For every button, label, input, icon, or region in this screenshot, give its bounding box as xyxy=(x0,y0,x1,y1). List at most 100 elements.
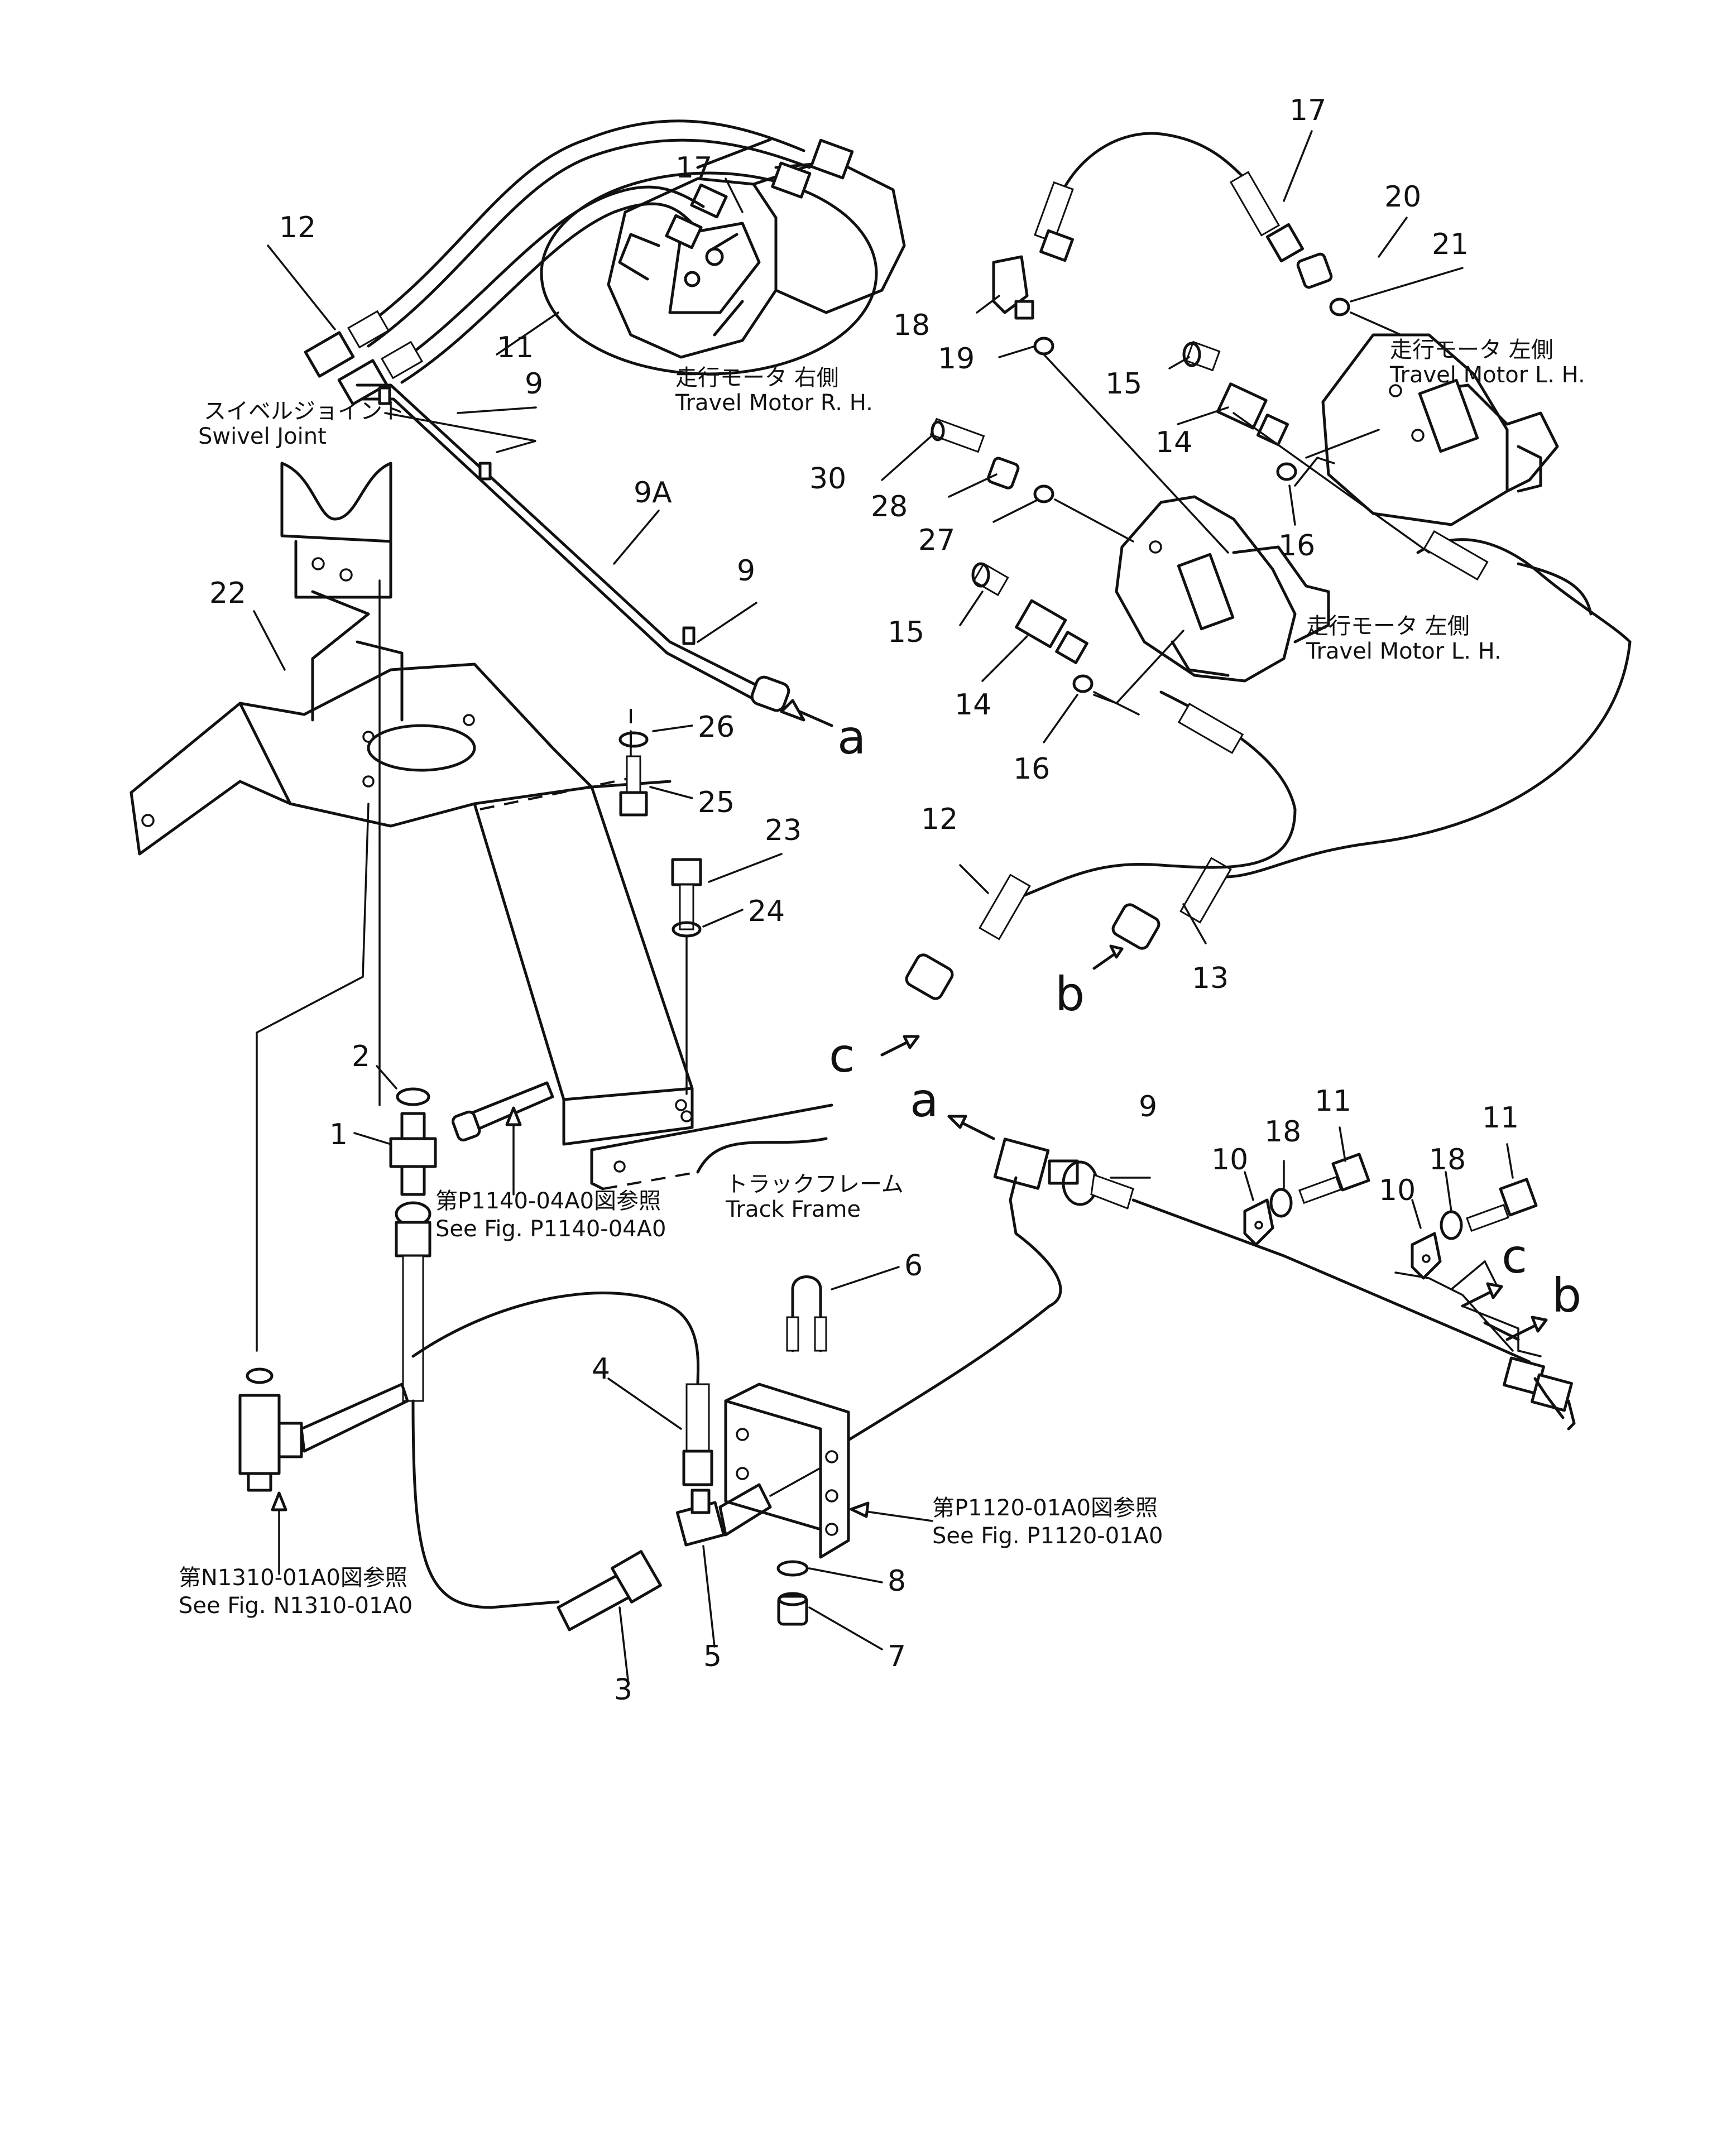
label-18-rh: 17 xyxy=(675,151,712,185)
label-3: 3 xyxy=(614,1673,632,1707)
hose-13-lh xyxy=(905,690,1297,1000)
arrowhead-ref-p1120 xyxy=(850,1501,870,1518)
label-17-lower: 16 xyxy=(1013,752,1050,786)
elbow-19 xyxy=(992,255,1034,320)
o-ring-22 xyxy=(1329,297,1350,316)
label-5: 5 xyxy=(703,1640,722,1673)
arrow-a-lower xyxy=(947,1115,995,1140)
swivel-elbows xyxy=(304,310,424,406)
bolt-26 xyxy=(619,755,648,817)
label-18-top: 17 xyxy=(1289,94,1326,127)
label-2: 2 xyxy=(352,1040,370,1073)
leader-lines xyxy=(253,130,1514,1681)
nut-7 xyxy=(777,1592,808,1626)
caption-travel-motor-lh-lower-en: Travel Motor L. H. xyxy=(1306,639,1502,664)
label-26: 25 xyxy=(698,786,735,819)
arrow-a-upper xyxy=(780,699,833,727)
o-ring-17-upper xyxy=(1276,462,1297,481)
caption-ref-p1140-jp: 第P1140-04A0図参照 xyxy=(435,1188,661,1214)
label-6: 6 xyxy=(904,1249,923,1283)
part-number-labels: 17 17 12 11 9 9A 9 22 26 25 23 24 2 1 4 … xyxy=(209,94,1519,1707)
fitting-21 xyxy=(1296,252,1333,289)
label-20: 19 xyxy=(938,342,975,376)
captions: 走行モータ 右側 Travel Motor R. H. 走行モータ 左側 Tra… xyxy=(179,337,1585,1619)
label-27: 26 xyxy=(698,711,735,744)
travel-motor-rh xyxy=(540,138,906,376)
hose-3 xyxy=(395,1201,662,1631)
label-17-upper: 16 xyxy=(1278,529,1315,563)
label-9: 9 xyxy=(1139,1090,1157,1124)
letter-b-upper: b xyxy=(1055,967,1085,1021)
fitting-16-upper xyxy=(1182,340,1221,372)
fitting-30 xyxy=(929,417,985,453)
label-21: 20 xyxy=(1384,180,1421,214)
fitting-1 xyxy=(389,1112,437,1196)
caption-travel-motor-rh-en: Travel Motor R. H. xyxy=(675,390,873,416)
label-28: 27 xyxy=(918,524,955,557)
label-7: 7 xyxy=(888,1640,906,1673)
label-8: 8 xyxy=(888,1564,906,1598)
letter-c-lower: c xyxy=(1502,1229,1527,1284)
caption-ref-n1310-jp: 第N1310-01A0図参照 xyxy=(179,1565,407,1591)
clamp-10-a xyxy=(1243,1198,1274,1246)
label-23: 22 xyxy=(209,577,246,610)
label-24: 23 xyxy=(765,814,802,847)
bolt-11-b xyxy=(1466,1178,1538,1232)
arrowhead-ref-n1310 xyxy=(271,1491,287,1511)
o-ring-17-lower xyxy=(1072,674,1094,693)
travel-motor-lh-lower xyxy=(1115,495,1330,683)
hose-13-rh xyxy=(389,185,705,384)
label-10-mid: 9 xyxy=(737,554,755,588)
o-ring-2 xyxy=(396,1087,430,1106)
label-14-rh: 12 xyxy=(279,211,316,244)
label-15-lower: 14 xyxy=(955,688,991,722)
caption-ref-n1310-en: See Fig. N1310-01A0 xyxy=(179,1593,413,1619)
label-9a: 9A xyxy=(634,476,672,510)
label-11-b: 11 xyxy=(1482,1101,1519,1135)
motor-lh-hose-connector xyxy=(1517,562,1593,616)
caption-track-frame-jp: トラックフレーム xyxy=(726,1172,904,1197)
letter-b-lower: b xyxy=(1552,1268,1581,1323)
bracket-plate xyxy=(724,1304,1051,1559)
label-12-b: 18 xyxy=(1429,1143,1466,1177)
label-29: 28 xyxy=(871,490,908,524)
o-ring-28 xyxy=(1033,484,1054,503)
washer-25 xyxy=(672,921,702,938)
label-16-lower: 15 xyxy=(888,616,924,649)
label-22: 21 xyxy=(1432,228,1469,261)
hose-ref-p1140 xyxy=(451,1081,554,1142)
letter-a-lower: a xyxy=(910,1073,938,1127)
caption-travel-motor-rh-jp: 走行モータ 右側 xyxy=(675,365,839,391)
bracket-23 xyxy=(130,590,694,1146)
arrow-c-upper xyxy=(880,1035,920,1057)
label-12-a: 18 xyxy=(1264,1115,1301,1149)
letter-c-upper: c xyxy=(829,1028,855,1083)
caption-travel-motor-lh-upper-jp: 走行モータ 左側 xyxy=(1390,337,1553,363)
label-4: 4 xyxy=(592,1352,610,1386)
swivel-joint xyxy=(280,462,392,599)
caption-travel-motor-lh-upper-en: Travel Motor L. H. xyxy=(1389,362,1585,388)
label-10-a: 10 xyxy=(1211,1143,1248,1177)
arrow-c-lower xyxy=(1461,1282,1503,1308)
caption-swivel-joint-jp: スイベルジョイント xyxy=(204,399,405,424)
washer-27 xyxy=(618,731,649,748)
label-10-top: 9 xyxy=(525,367,543,401)
caption-ref-p1120-en: See Fig. P1120-01A0 xyxy=(932,1523,1163,1549)
label-11-a: 11 xyxy=(1315,1084,1351,1118)
label-13-lh: 12 xyxy=(921,803,958,836)
bolt-24 xyxy=(671,858,702,930)
fitting-16-lower xyxy=(971,562,1009,597)
bolt-11-a xyxy=(1298,1153,1370,1204)
label-15-upper: 14 xyxy=(1155,426,1192,459)
caption-travel-motor-lh-lower-jp: 走行モータ 左側 xyxy=(1306,613,1470,639)
label-16-upper: 15 xyxy=(1105,367,1142,401)
label-19: 18 xyxy=(893,309,930,342)
fitting-15-upper xyxy=(1216,382,1289,447)
caption-ref-p1120-jp: 第P1120-01A0図参照 xyxy=(932,1495,1158,1521)
caption-track-frame-en: Track Frame xyxy=(725,1197,861,1222)
label-13-rh: 11 xyxy=(497,331,534,364)
tube-9 xyxy=(993,1138,1576,1431)
label-14-lh: 13 xyxy=(1192,962,1229,995)
hose-14-lh xyxy=(1111,530,1632,950)
